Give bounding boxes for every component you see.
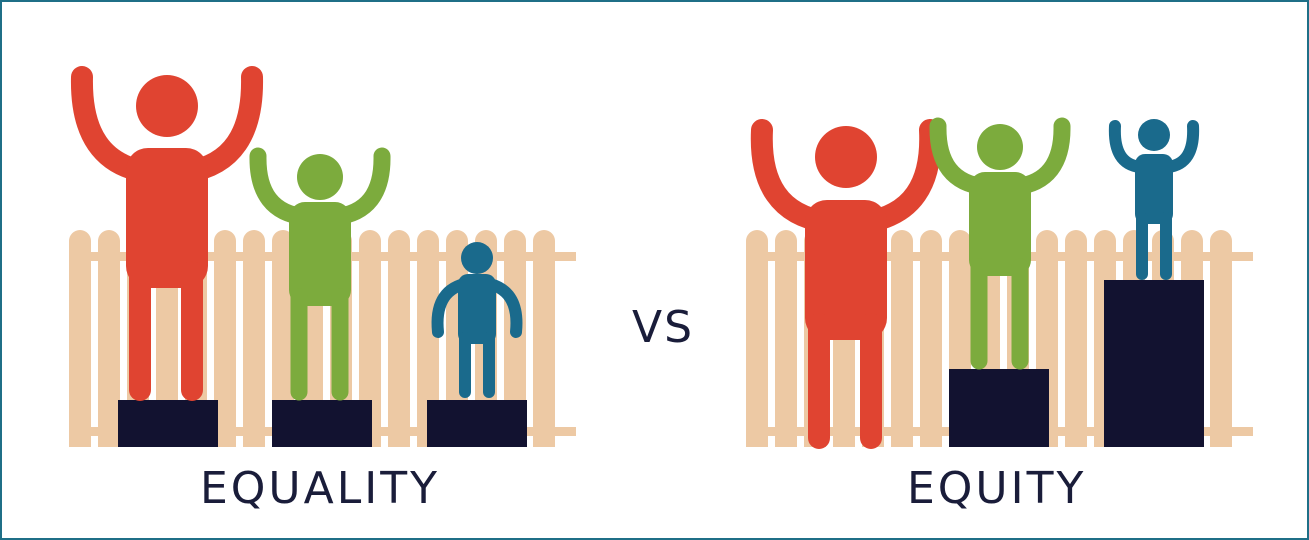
equity-label: EQUITY <box>907 463 1087 514</box>
fence-picket <box>746 230 768 447</box>
fence-picket <box>272 230 294 447</box>
equality-group <box>70 66 527 447</box>
equity-group <box>750 117 1204 449</box>
person-short-equity <box>1108 119 1200 280</box>
person-tall-equality <box>70 66 264 401</box>
fence-picket <box>359 230 381 447</box>
fence-picket <box>1065 230 1087 447</box>
equality-label: EQUALITY <box>200 463 440 514</box>
person-tall-equity <box>750 119 942 449</box>
fence-picket <box>920 230 942 447</box>
fence-picket <box>891 230 913 447</box>
box-equity-medium <box>949 369 1049 447</box>
vs-label: VS <box>632 302 695 353</box>
fence-picket <box>504 230 526 447</box>
box-equality-medium <box>272 400 372 447</box>
box-equity-short <box>1104 280 1204 447</box>
fence-picket <box>775 230 797 447</box>
box-equality-short <box>427 400 527 447</box>
fence-picket <box>388 230 410 447</box>
fence-picket <box>69 230 91 447</box>
person-short-equality <box>431 242 523 398</box>
person-medium-equity <box>929 117 1071 370</box>
fence-picket <box>533 230 555 447</box>
fence-picket <box>98 230 120 447</box>
fence-picket <box>243 230 265 447</box>
box-equality-tall <box>118 400 218 447</box>
fence-picket <box>1210 230 1232 447</box>
fence-picket <box>417 230 439 447</box>
person-medium-equality <box>249 147 391 401</box>
fence-picket <box>214 230 236 447</box>
